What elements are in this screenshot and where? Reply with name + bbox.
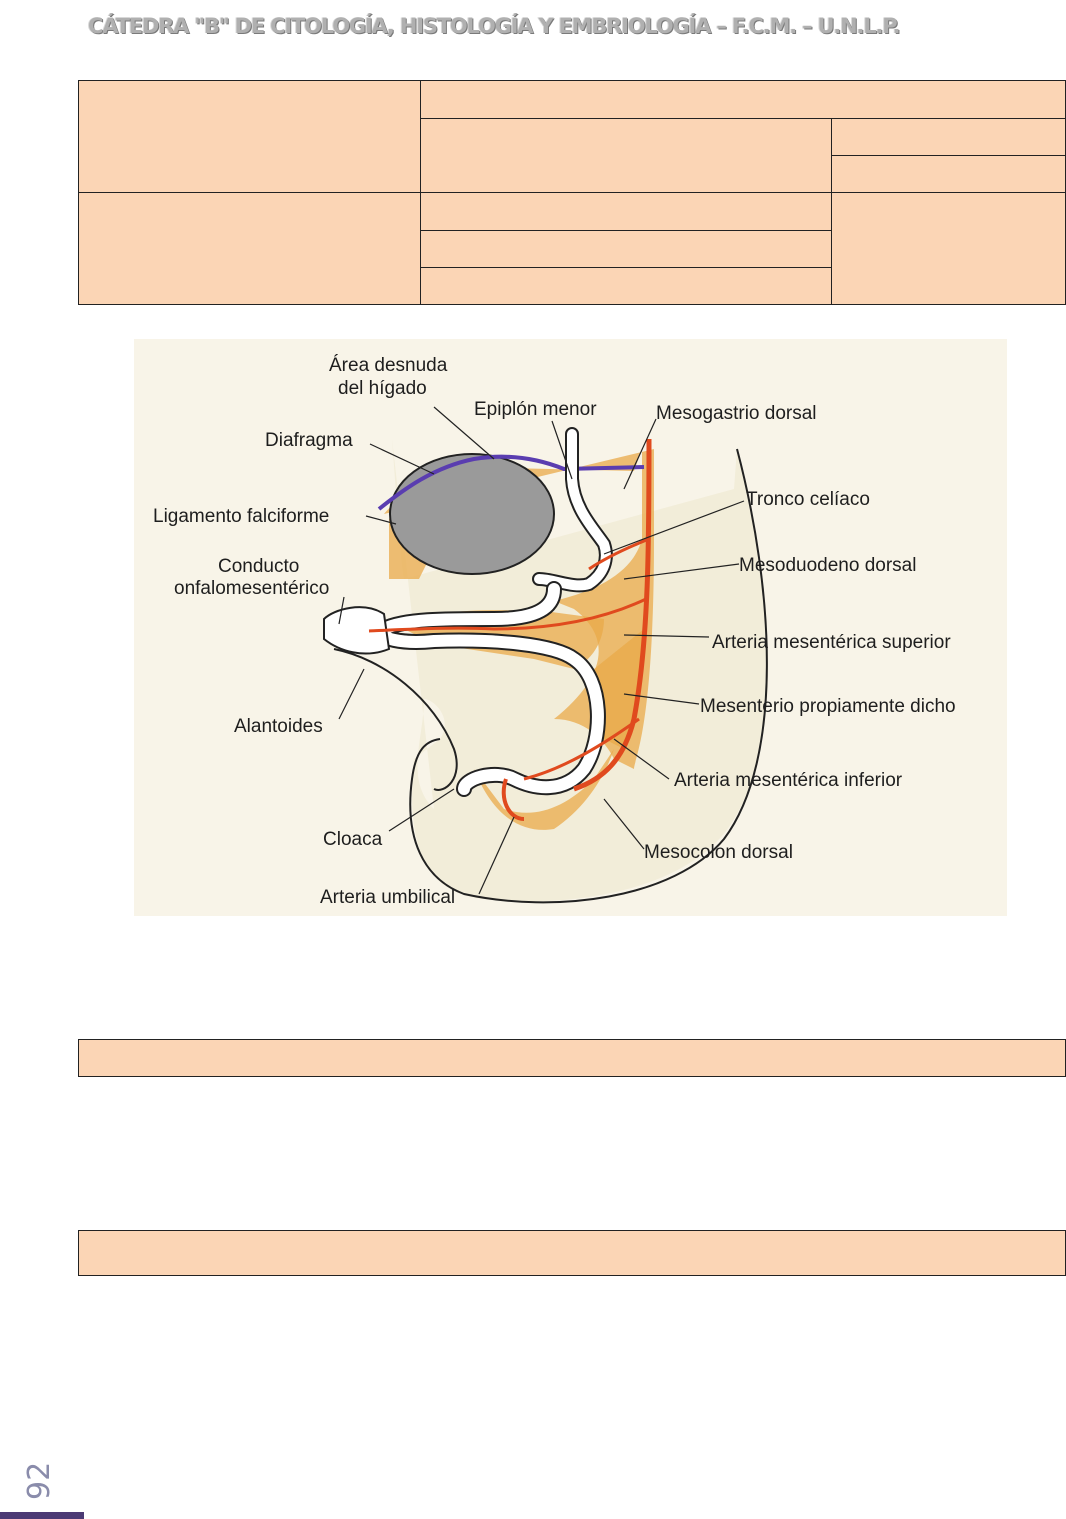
table-cell — [831, 192, 1066, 305]
label-onfalomesenterico: onfalomesentérico — [174, 578, 329, 599]
inf-mesenteric — [523, 717, 640, 781]
table-cell — [420, 267, 832, 305]
table-cell — [420, 192, 832, 231]
table-cell — [420, 80, 1066, 119]
table-cell — [78, 192, 421, 305]
sup-mesenteric — [368, 597, 647, 633]
label-alantoides: Alantoides — [234, 716, 323, 737]
diaphragm-line — [377, 454, 645, 511]
label-mesocolon-dorsal: Mesocolon dorsal — [644, 842, 793, 863]
label-arteria-mesenterica-superior: Arteria mesentérica superior — [712, 632, 951, 653]
umbilical-artery — [501, 778, 525, 821]
label-tronco-celiaco: Tronco celíaco — [746, 489, 870, 510]
mesentery-region-5 — [474, 749, 614, 830]
table-cell — [420, 118, 832, 193]
table-cell — [78, 80, 421, 193]
leader-lines — [338, 406, 745, 895]
label-epiplon-menor: Epiplón menor — [474, 399, 597, 420]
liver — [389, 453, 555, 575]
label-arteria-mesenterica-inferior: Arteria mesentérica inferior — [674, 770, 903, 791]
label-arteria-umbilical: Arteria umbilical — [320, 887, 455, 908]
label-del-higado: del hígado — [338, 378, 427, 399]
table-cell — [831, 118, 1066, 156]
label-ligamento-falciforme: Ligamento falciforme — [153, 506, 329, 527]
label-mesogastrio-dorsal: Mesogastrio dorsal — [656, 403, 817, 424]
celiac-trunk — [588, 537, 650, 571]
mesentery-diagram: Área desnuda del hígado Epiplón menor Me… — [134, 339, 1007, 916]
label-mesenterio-propiamente-dicho: Mesenterio propiamente dicho — [700, 696, 956, 717]
page-bar — [0, 1512, 84, 1519]
label-area-desnuda: Área desnuda — [329, 355, 448, 376]
outer-contour — [409, 448, 768, 904]
page-number: 92 — [22, 1461, 57, 1500]
diagram-svg: Área desnuda del hígado Epiplón menor Me… — [153, 355, 956, 908]
table-cell — [420, 230, 832, 268]
table-cell — [831, 155, 1066, 193]
aorta — [573, 438, 652, 792]
answer-box-1 — [78, 1039, 1066, 1077]
label-mesoduodeno-dorsal: Mesoduodeno dorsal — [739, 555, 916, 576]
gut-loop-inner — [376, 583, 604, 795]
allantois — [333, 648, 458, 791]
label-diafragma: Diafragma — [265, 430, 353, 451]
answer-box-2 — [78, 1230, 1066, 1276]
label-conducto: Conducto — [218, 556, 299, 577]
header-title: CÁTEDRA "B" DE CITOLOGÍA, HISTOLOGÍA Y E… — [88, 14, 901, 38]
summary-table — [78, 80, 1066, 305]
label-cloaca: Cloaca — [323, 829, 383, 850]
